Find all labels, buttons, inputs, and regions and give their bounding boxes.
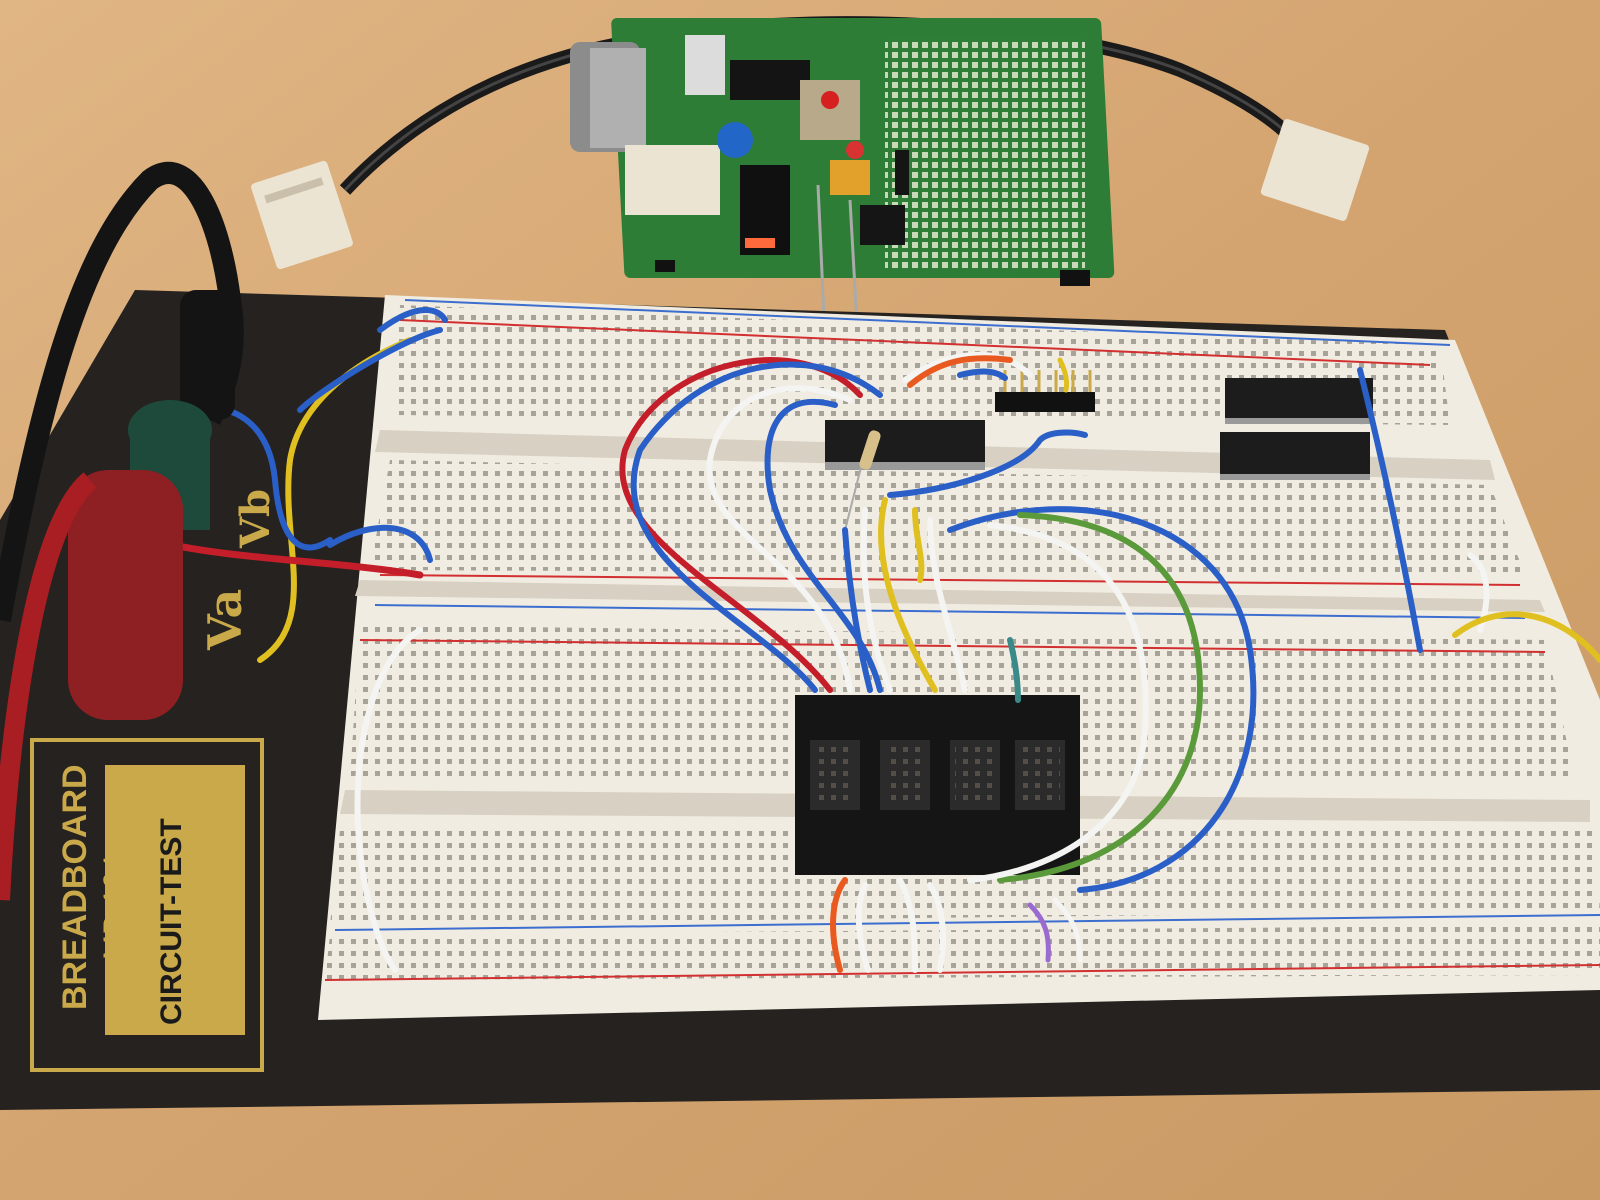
pin-header bbox=[995, 370, 1095, 412]
binding-post-red bbox=[68, 470, 183, 720]
binding-post-black bbox=[180, 290, 235, 420]
cable-connector-left bbox=[251, 160, 353, 270]
jumper-wires bbox=[146, 307, 1600, 973]
red-power-cable bbox=[0, 472, 97, 901]
ic-chip-center bbox=[825, 420, 985, 470]
terminal-a-label: Va bbox=[198, 588, 252, 650]
ic-chip-right-top bbox=[1225, 378, 1373, 424]
resistor bbox=[844, 430, 881, 531]
switch bbox=[685, 35, 725, 95]
model-label: MB-104 bbox=[98, 854, 131, 960]
microcontroller-board bbox=[570, 18, 1115, 286]
terminal-b-label: Vb bbox=[232, 488, 279, 548]
label-plate bbox=[30, 738, 264, 1072]
capacitor bbox=[717, 122, 753, 158]
ic-chip-right-bottom bbox=[1220, 432, 1370, 480]
led-matrix-display bbox=[795, 695, 1080, 875]
header-connector bbox=[625, 145, 720, 215]
prototype-area bbox=[885, 38, 1085, 268]
brand-label: BREADBOARD bbox=[56, 764, 94, 1010]
plate-label: CIRCUIT-TEST bbox=[155, 818, 188, 1025]
cable-connector-right bbox=[1260, 119, 1370, 221]
